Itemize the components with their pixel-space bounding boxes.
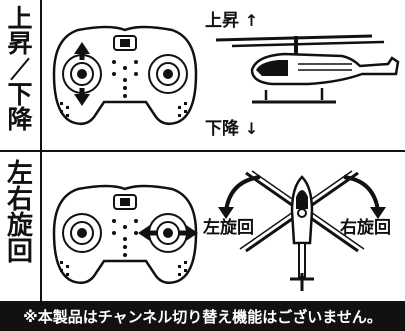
turn-panel: 左 右 旋 回 xyxy=(0,151,405,301)
side-label-turn: 旋 xyxy=(6,211,33,241)
side-label-descend: 降 xyxy=(7,105,33,134)
controller-icon xyxy=(52,184,198,284)
side-label-right: 右 xyxy=(6,185,33,215)
turn-side-label: 左 右 旋 回 xyxy=(0,161,40,265)
footer-note: ※本製品はチャンネル切り替え機能はございません。 xyxy=(0,301,405,331)
arrow-up-icon: ↑ xyxy=(244,11,259,30)
right-turn-label: 右旋回 xyxy=(340,218,391,238)
side-label-up: 上 xyxy=(7,4,33,33)
curved-arrow-left-icon xyxy=(218,175,261,219)
helicopter-top-icon xyxy=(239,170,365,291)
up-label: 上昇 xyxy=(205,11,239,31)
arrow-down-icon: ↓ xyxy=(244,119,259,138)
up-down-panel: 上 昇 下 降 xyxy=(0,0,405,150)
side-label-down: 下 xyxy=(7,80,33,109)
curved-arrow-right-icon xyxy=(343,175,386,219)
slash-divider xyxy=(8,56,32,82)
side-label-rise: 昇 xyxy=(7,29,33,58)
up-down-side-label: 上 昇 下 降 xyxy=(0,6,40,132)
side-label-left: 左 xyxy=(6,159,33,189)
helicopter-side-icon xyxy=(215,34,400,104)
down-label: 下降 xyxy=(205,119,239,139)
controller-icon xyxy=(52,25,198,125)
left-turn-label: 左旋回 xyxy=(203,218,254,238)
down-label-group: 下降 ↓ xyxy=(205,114,258,139)
side-label-rotate: 回 xyxy=(6,237,33,267)
up-label-group: 上昇 ↑ xyxy=(205,6,258,31)
horizontal-divider xyxy=(0,150,405,152)
